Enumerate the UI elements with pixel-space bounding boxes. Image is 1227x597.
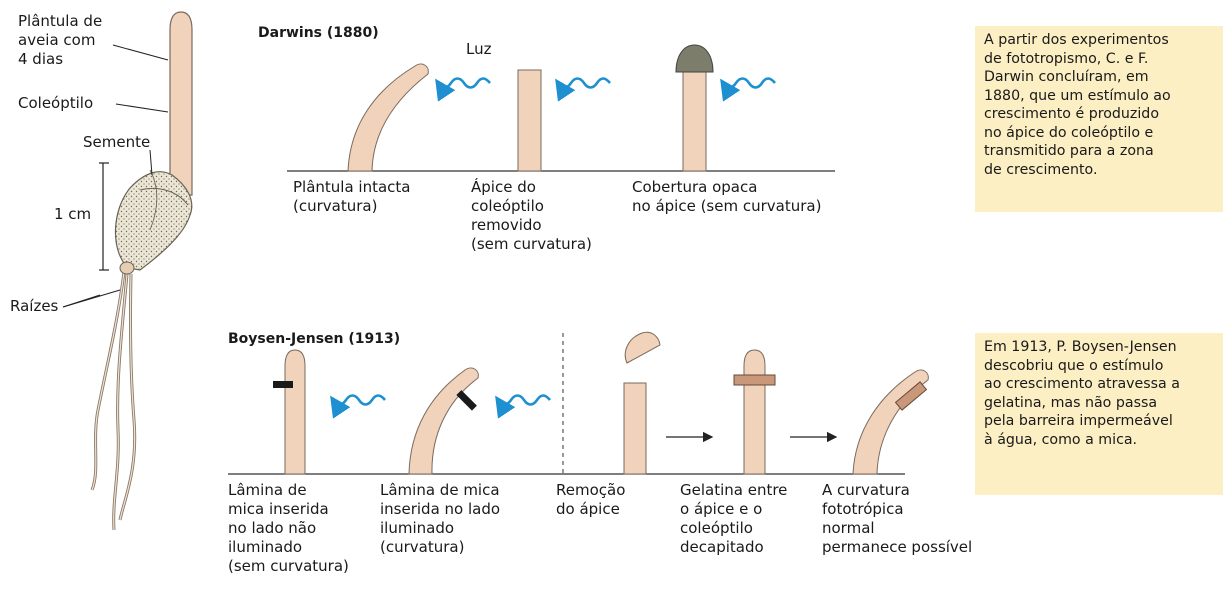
intact-coleoptile — [347, 63, 429, 172]
capped-coleoptile — [682, 71, 707, 172]
light-wave-icon — [330, 394, 551, 419]
boysen-jensen-title: Boysen-Jensen (1913) — [228, 331, 401, 347]
decapitated-coleoptile — [517, 69, 542, 172]
coleoptile-mica-shaded — [284, 349, 306, 475]
light-wave-icon — [435, 77, 776, 102]
removed-tip — [624, 331, 661, 364]
darwin-caption: Cobertura opaca no ápice (sem curvatura) — [632, 178, 822, 215]
roots-label: Raízes — [10, 297, 59, 315]
coleoptile-with-gelatin — [743, 349, 766, 475]
darwin-caption: Ápice do coleóptilo removido (sem curvat… — [471, 178, 592, 253]
opaque-cap — [675, 44, 714, 73]
boysen-caption: Gelatina entre o ápice e o coleóptilo de… — [680, 481, 788, 556]
scale-bar — [99, 162, 109, 271]
seedling-coleoptile — [169, 11, 193, 196]
boysen-jensen-conclusion-note: Em 1913, P. Boysen-Jensen descobriu que … — [975, 333, 1223, 495]
darwin-title: Darwins (1880) — [258, 25, 379, 41]
roots — [90, 271, 137, 531]
scale-label: 1 cm — [54, 205, 92, 223]
gelatin-block — [894, 381, 928, 411]
boysen-caption: Lâmina de mica inserida no lado não ilum… — [228, 481, 349, 575]
gelatin-block — [733, 374, 776, 386]
seedling-illustration — [62, 11, 193, 531]
boysen-caption: Lâmina de mica inserida no lado iluminad… — [380, 481, 501, 556]
boysen-jensen-experiment — [228, 331, 929, 475]
decapitated-stump — [623, 382, 647, 475]
darwin-experiment — [287, 44, 835, 172]
mica-sheet — [273, 381, 293, 388]
boysen-caption: A curvatura fototrópica normal permanece… — [822, 481, 973, 556]
seedling-label: Plântula de aveia com 4 dias — [18, 12, 103, 68]
darwin-caption: Plântula intacta (curvatura) — [293, 178, 411, 215]
coleoptile-label: Coleóptilo — [18, 94, 94, 112]
light-label: Luz — [466, 40, 492, 58]
boysen-caption: Remoção do ápice — [556, 481, 626, 518]
mica-sheet — [456, 390, 477, 411]
seed-label: Semente — [83, 133, 151, 151]
coleoptile-mica-lit — [408, 367, 479, 475]
darwin-conclusion-note: A partir dos experimentos de fototropism… — [975, 26, 1223, 212]
